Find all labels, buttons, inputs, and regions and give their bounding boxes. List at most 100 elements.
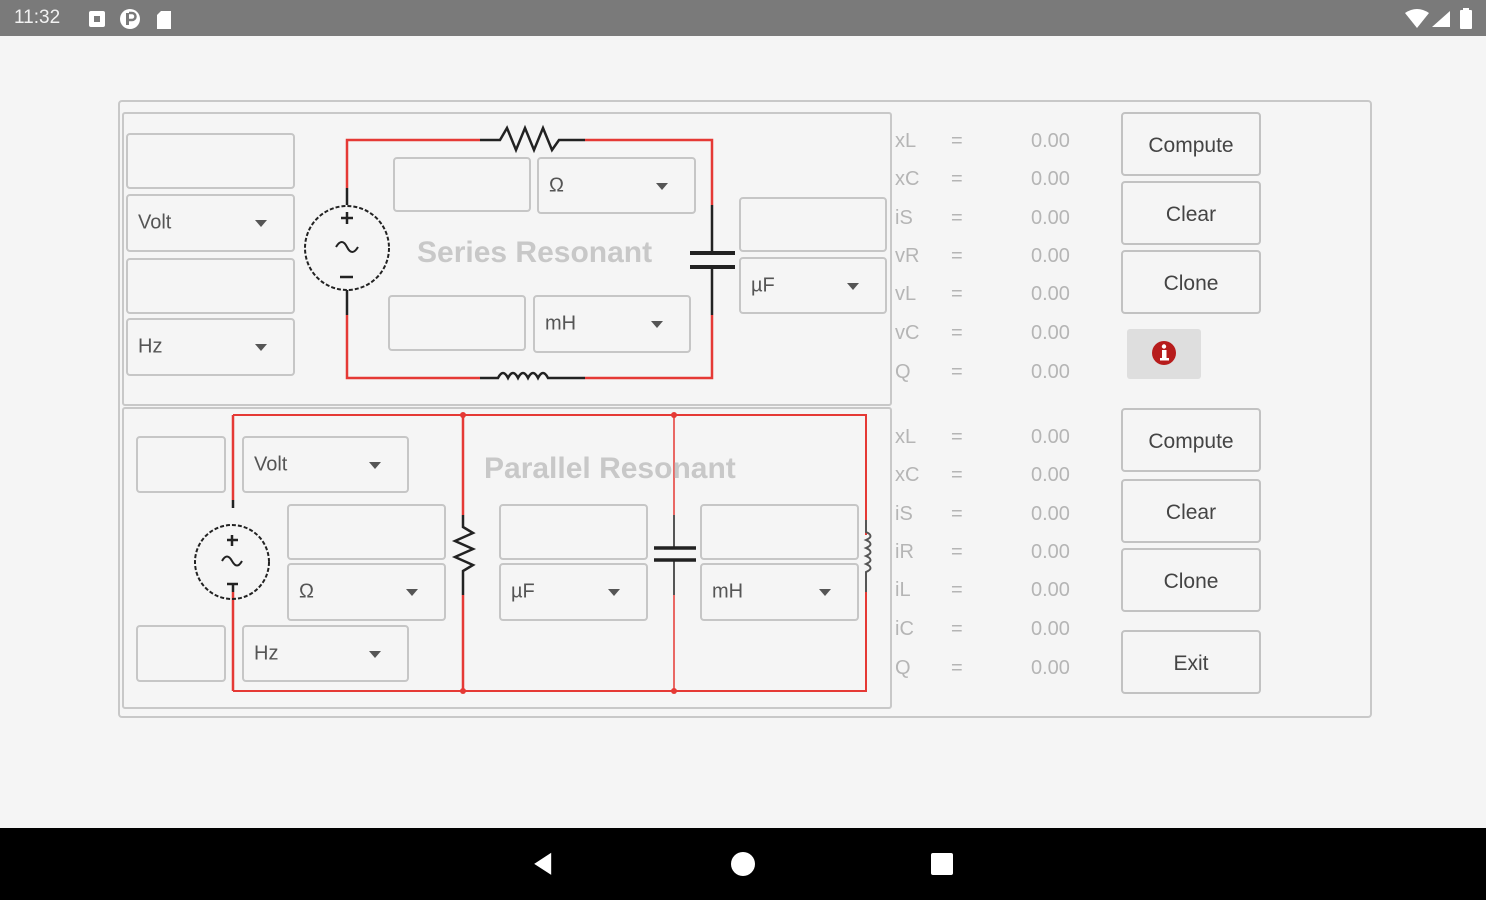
- result-value: 0.00: [1031, 245, 1070, 267]
- recents-icon[interactable]: [924, 846, 960, 882]
- parallel-compute-button[interactable]: Compute: [1121, 408, 1261, 472]
- result-label: vC: [895, 322, 920, 344]
- series-frequency-input[interactable]: [126, 258, 295, 314]
- parallel-voltage-input[interactable]: [136, 436, 226, 493]
- result-value: 0.00: [1031, 541, 1070, 563]
- result-value: 0.00: [1031, 503, 1070, 525]
- back-icon[interactable]: [526, 846, 562, 882]
- parallel-capacitance-input[interactable]: [499, 504, 648, 560]
- result-value: 0.00: [1031, 168, 1070, 190]
- cell-signal-icon: [1432, 11, 1450, 27]
- series-result-row: xC = 0.00: [895, 160, 1095, 198]
- parallel-title: Parallel Resonant: [484, 452, 736, 485]
- series-capacitance-field[interactable]: [741, 199, 885, 250]
- result-label: Q: [895, 361, 911, 383]
- result-value: 0.00: [1031, 464, 1070, 486]
- series-clone-button[interactable]: Clone: [1121, 250, 1261, 314]
- result-equals: =: [951, 541, 963, 563]
- notification-square-icon: [89, 11, 105, 27]
- result-label: vL: [895, 283, 917, 305]
- series-inductance-field[interactable]: [390, 297, 524, 349]
- result-equals: =: [951, 579, 963, 601]
- result-label: xC: [895, 168, 920, 190]
- parallel-frequency-input[interactable]: [136, 625, 226, 682]
- select-value: mH: [712, 580, 744, 603]
- parallel-inductance-field[interactable]: [702, 506, 857, 558]
- result-value: 0.00: [1031, 361, 1070, 383]
- parallel-result-row: iR = 0.00: [895, 533, 1095, 571]
- parallel-clone-button[interactable]: Clone: [1121, 548, 1261, 612]
- select-value: Hz: [138, 335, 163, 358]
- parallel-resistance-field[interactable]: [289, 506, 444, 558]
- series-capacitance-unit-select[interactable]: µF: [739, 257, 887, 314]
- battery-icon: [1460, 8, 1472, 29]
- select-value: Ω: [299, 580, 314, 603]
- series-result-row: vR = 0.00: [895, 237, 1095, 275]
- result-equals: =: [951, 168, 963, 190]
- result-value: 0.00: [1031, 657, 1070, 679]
- result-value: 0.00: [1031, 283, 1070, 305]
- result-equals: =: [951, 207, 963, 229]
- series-result-row: iS = 0.00: [895, 199, 1095, 237]
- chevron-down-icon: [369, 650, 381, 658]
- series-voltage-unit-select[interactable]: Volt: [126, 194, 295, 252]
- parallel-resistance-unit-select[interactable]: Ω: [287, 563, 446, 621]
- series-inductance-unit-select[interactable]: mH: [533, 295, 691, 353]
- result-equals: =: [951, 426, 963, 448]
- result-value: 0.00: [1031, 322, 1070, 344]
- series-voltage-field[interactable]: [128, 135, 293, 187]
- parallel-capacitance-unit-select[interactable]: µF: [499, 563, 648, 621]
- result-equals: =: [951, 245, 963, 267]
- parallel-result-row: xC=0.00: [895, 456, 1095, 494]
- result-value: 0.00: [1031, 579, 1070, 601]
- parallel-frequency-field[interactable]: [138, 627, 224, 680]
- series-frequency-unit-select[interactable]: Hz: [126, 318, 295, 376]
- parallel-inductance-input[interactable]: [700, 504, 859, 560]
- parallel-capacitance-field[interactable]: [501, 506, 646, 558]
- result-equals: =: [951, 464, 963, 486]
- series-resistance-unit-select[interactable]: Ω: [537, 157, 696, 214]
- info-button[interactable]: [1127, 329, 1201, 379]
- parallel-voltage-unit-select[interactable]: Volt: [242, 436, 409, 493]
- parallel-inductance-unit-select[interactable]: mH: [700, 563, 859, 621]
- status-time: 11:32: [14, 7, 61, 28]
- chevron-down-icon: [847, 282, 859, 290]
- series-capacitance-input[interactable]: [739, 197, 887, 252]
- parallel-result-row: iC=0.00: [895, 610, 1095, 648]
- series-voltage-input[interactable]: [126, 133, 295, 189]
- result-equals: =: [951, 618, 963, 640]
- result-label: iC: [895, 618, 914, 640]
- series-frequency-field[interactable]: [128, 260, 293, 312]
- series-result-row: vC = 0.00: [895, 314, 1095, 352]
- parallel-result-row: iL = 0.00: [895, 571, 1095, 609]
- series-result-row: Q=0.00: [895, 353, 1095, 391]
- series-inductance-input[interactable]: [388, 295, 526, 351]
- series-result-row: vL=0.00: [895, 275, 1095, 313]
- info-icon: [1152, 341, 1176, 365]
- series-resistance-field[interactable]: [395, 159, 529, 210]
- home-icon[interactable]: [725, 846, 761, 882]
- parallel-voltage-field[interactable]: [138, 438, 224, 491]
- result-equals: =: [951, 503, 963, 525]
- exit-button[interactable]: Exit: [1121, 630, 1261, 694]
- parallel-resistance-input[interactable]: [287, 504, 446, 560]
- series-result-row: xL=0.00: [895, 122, 1095, 160]
- result-equals: =: [951, 322, 963, 344]
- select-value: µF: [751, 274, 775, 296]
- series-compute-button[interactable]: Compute: [1121, 112, 1261, 176]
- result-label: iS: [895, 503, 913, 525]
- result-label: Q: [895, 657, 911, 679]
- parallel-clear-button[interactable]: Clear: [1121, 479, 1261, 543]
- result-label: vR: [895, 245, 920, 267]
- select-value: Volt: [254, 453, 288, 475]
- wifi-icon: [1405, 9, 1429, 28]
- result-value: 0.00: [1031, 207, 1070, 229]
- result-label: iR: [895, 541, 914, 563]
- navigation-bar: [0, 828, 1486, 900]
- result-label: iS: [895, 207, 913, 229]
- pandora-p-icon: [120, 9, 140, 29]
- series-resistance-input[interactable]: [393, 157, 531, 212]
- result-label: iL: [895, 579, 911, 601]
- parallel-frequency-unit-select[interactable]: Hz: [242, 625, 409, 682]
- series-clear-button[interactable]: Clear: [1121, 181, 1261, 245]
